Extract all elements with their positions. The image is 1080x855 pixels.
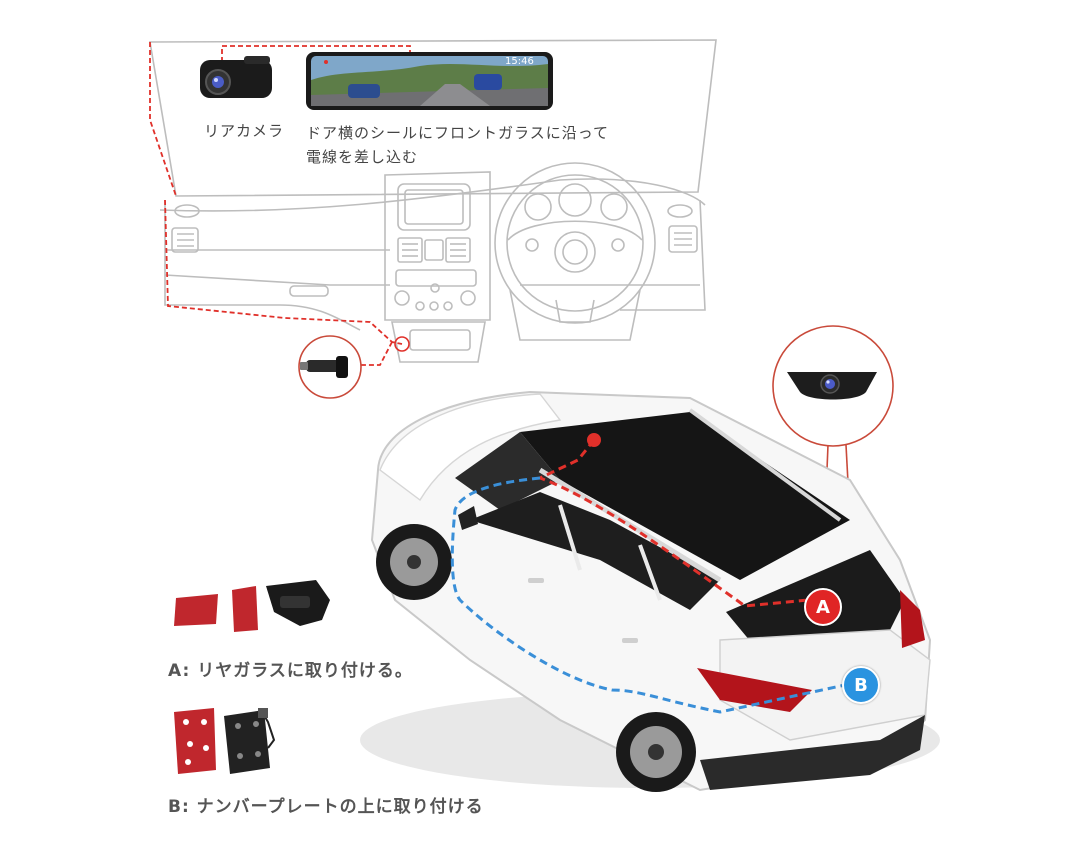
routing-instruction-line2: 電線を差し込む [306, 148, 419, 166]
car-charger-icon [298, 335, 410, 399]
badge-a: A [804, 588, 842, 626]
routing-instruction-line1: ドア横のシールにフロントガラスに沿って [306, 124, 609, 142]
dashcam-mirror-icon [306, 52, 553, 110]
rear-mount-camera-icon [772, 325, 894, 447]
license-mount-bracket-icon [174, 708, 276, 774]
rear-camera-label: リアカメラ [204, 122, 285, 140]
option-a-label: A: リヤガラスに取り付ける。 [168, 661, 413, 681]
mirror-clock: 15:46 [505, 56, 534, 67]
adhesive-pad-icon [174, 580, 330, 632]
option-b-label: B: ナンバープレートの上に取り付ける [168, 797, 484, 817]
camera-mount-point [587, 433, 601, 447]
badge-b: B [842, 666, 880, 704]
suv-car-illustration [360, 390, 940, 792]
car-wiring-routes [450, 439, 846, 714]
rear-camera-icon [200, 56, 272, 98]
dashboard-outline [149, 39, 717, 363]
front-wiring-route [149, 42, 411, 366]
